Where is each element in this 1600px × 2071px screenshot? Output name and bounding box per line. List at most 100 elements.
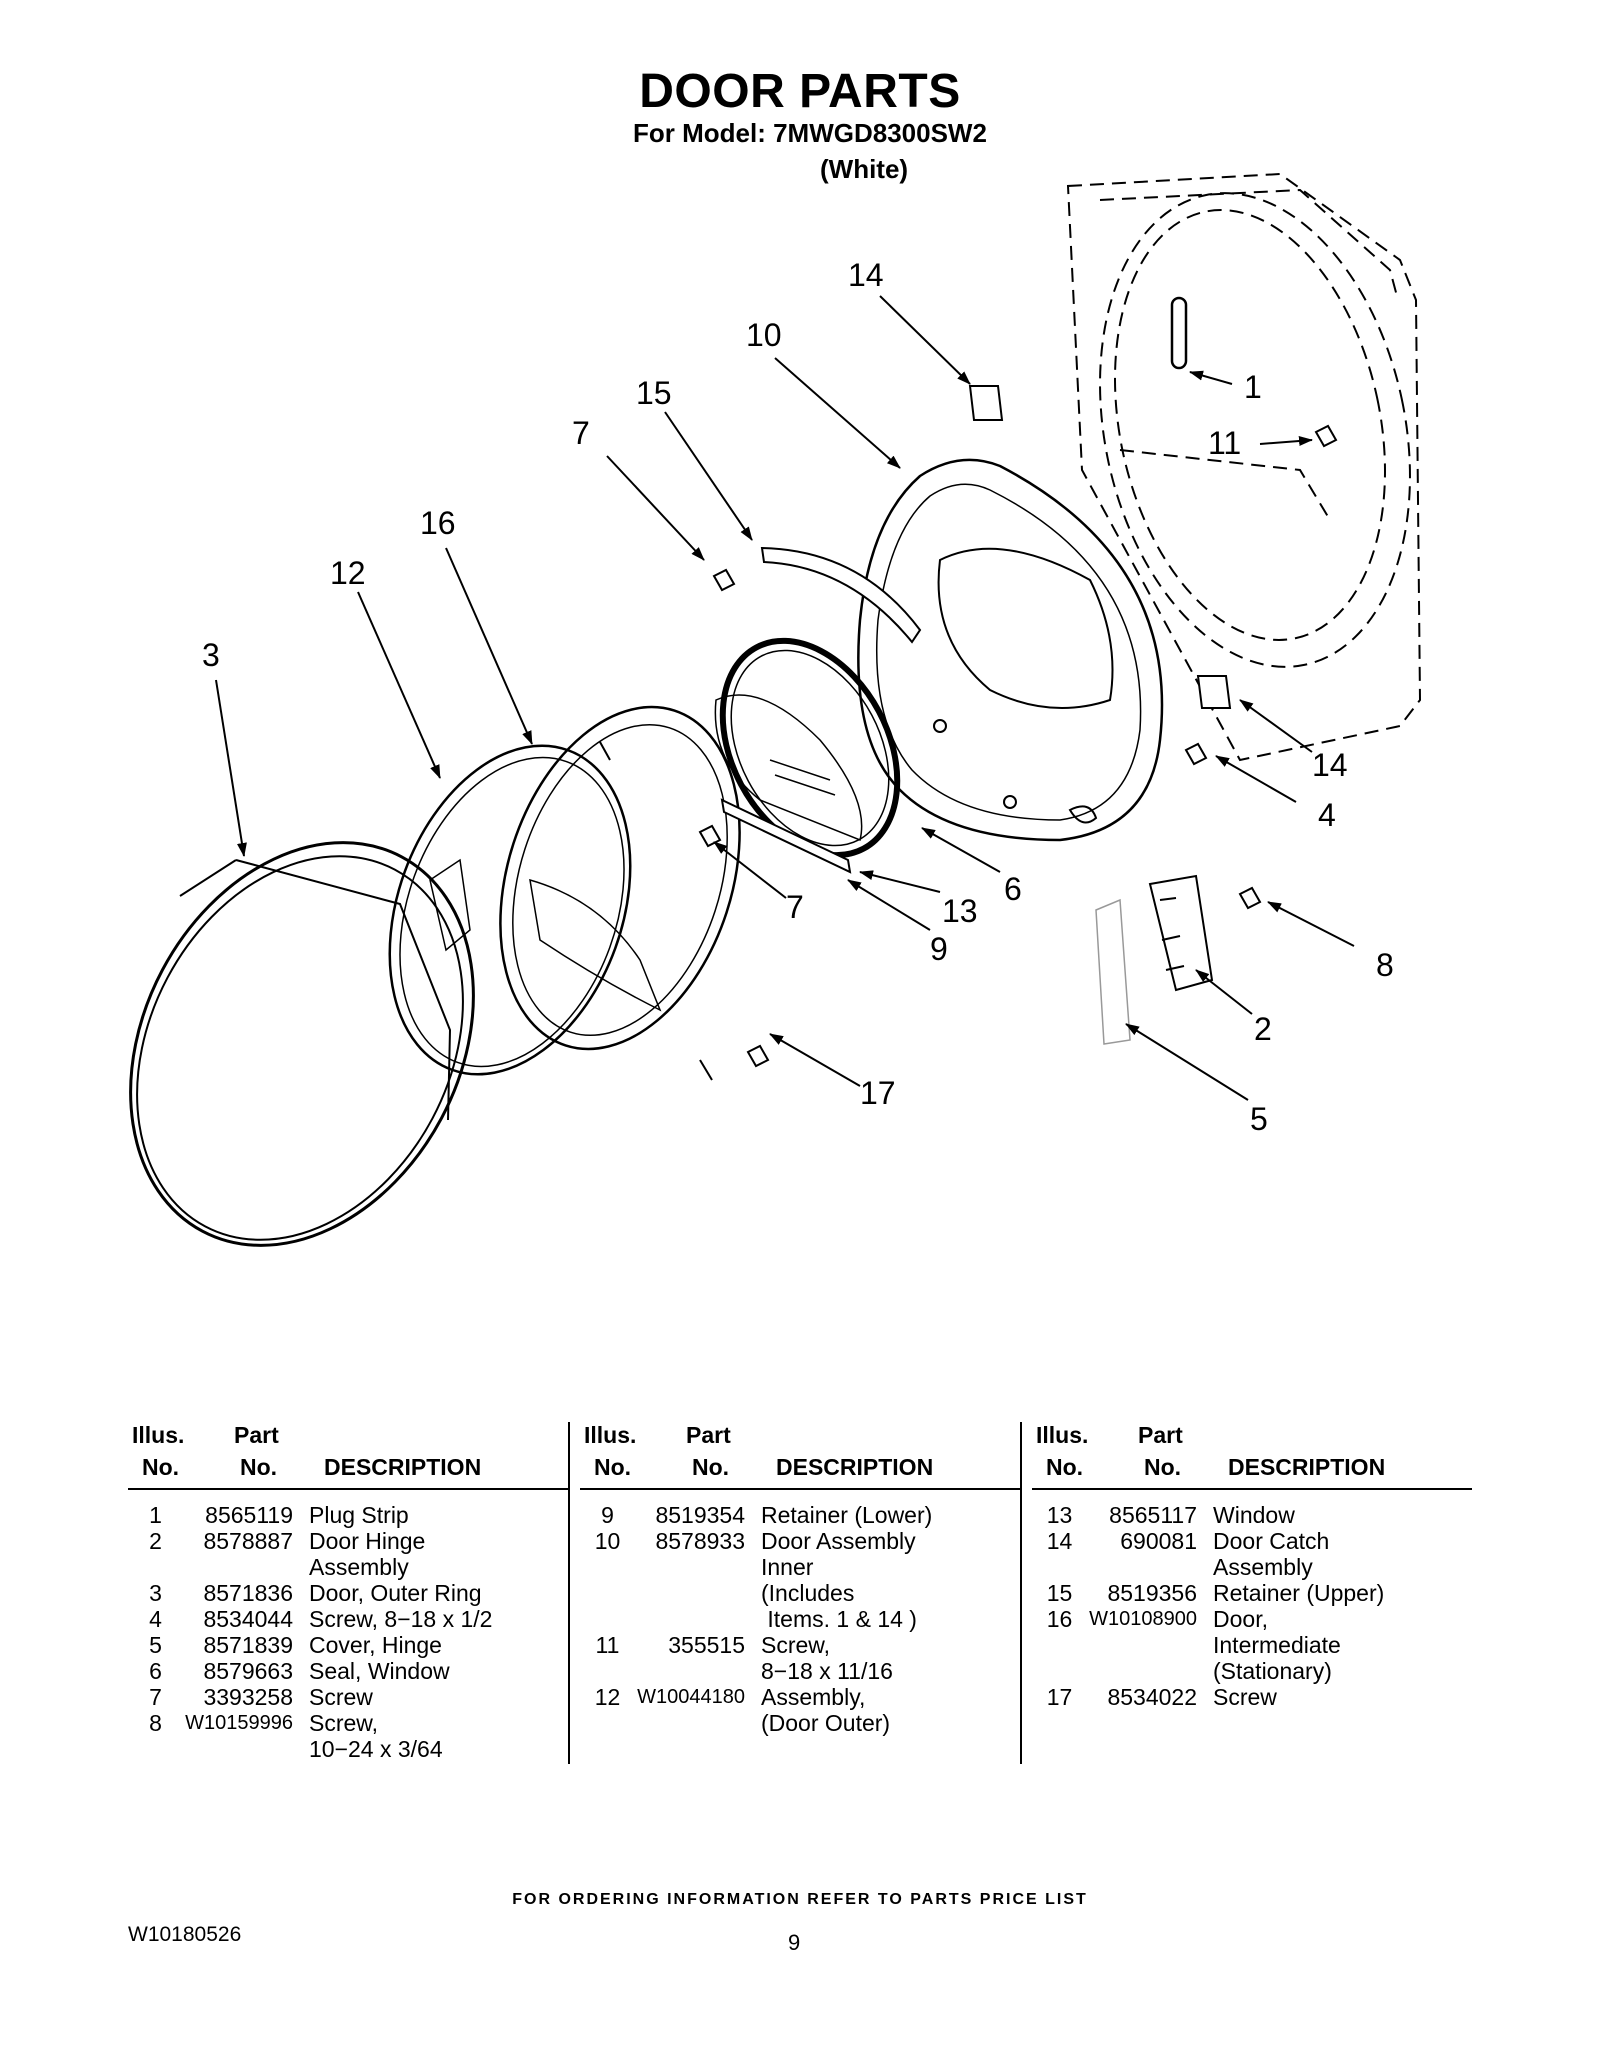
- model-line: For Model: 7MWGD8300SW2: [633, 118, 987, 148]
- part-description: Door Hinge Assembly: [309, 1528, 426, 1580]
- header-part: Part: [234, 1422, 279, 1448]
- callout-7-top: 7: [572, 415, 590, 451]
- illus-no: 14: [1046, 1528, 1073, 1554]
- table-row: 11 355515 Screw, 8−18 x 11/16: [580, 1632, 1020, 1684]
- window-glass-part: [714, 694, 863, 842]
- part-description: Screw: [1213, 1684, 1277, 1710]
- part-no: 8579663: [203, 1658, 293, 1684]
- callout-11: 11: [1208, 425, 1241, 461]
- header-illus: Illus.: [132, 1422, 185, 1448]
- illus-no: 10: [594, 1528, 621, 1554]
- part-description: Screw: [309, 1684, 373, 1710]
- screw-parts: [698, 424, 1338, 1068]
- callout-5: 5: [1250, 1101, 1268, 1137]
- part-description: Door, Intermediate (Stationary): [1213, 1606, 1341, 1684]
- callout-3: 3: [202, 637, 220, 673]
- part-no: 8571836: [203, 1580, 293, 1606]
- callout-10: 10: [746, 317, 782, 353]
- callout-13: 13: [942, 893, 978, 929]
- door-inner-assembly-part: [857, 458, 1164, 842]
- illus-no: 1: [149, 1502, 162, 1528]
- hinge-cover-part: [1095, 898, 1131, 1045]
- door-catch-part: [968, 385, 1232, 709]
- callout-7-bottom: 7: [786, 889, 804, 925]
- part-description: Screw, 8−18 x 11/16: [761, 1632, 893, 1684]
- callout-1: 1: [1244, 369, 1262, 405]
- table-row: 6 8579663 Seal, Window: [128, 1658, 568, 1684]
- illus-no: 9: [601, 1502, 614, 1528]
- plug-strip-part: [1170, 296, 1188, 370]
- header-part-no: No.: [1144, 1454, 1182, 1480]
- document-id: W10180526: [128, 1923, 242, 1946]
- header-illus-no: No.: [142, 1454, 180, 1480]
- callout-9: 9: [930, 931, 948, 967]
- part-no: W10108900: [1089, 1608, 1197, 1630]
- door-hinge-part: [1148, 874, 1214, 992]
- part-no: 355515: [668, 1632, 745, 1658]
- part-description: Retainer (Upper): [1213, 1580, 1385, 1606]
- illus-no: 11: [595, 1632, 620, 1658]
- header-part-no: No.: [240, 1454, 278, 1480]
- part-no: 8578933: [655, 1528, 745, 1554]
- callout-8: 8: [1376, 947, 1394, 983]
- header-description: DESCRIPTION: [776, 1454, 934, 1480]
- page-number: 9: [788, 1930, 801, 1955]
- part-no: 8571839: [203, 1632, 293, 1658]
- part-description: Plug Strip: [309, 1502, 409, 1528]
- part-description: Door, Outer Ring: [309, 1580, 482, 1606]
- callout-labels: 14 10 15 7 16 12 3 1 11 14 4 6 13 7 9 8 …: [202, 257, 1394, 1137]
- table-row: 16 W10108900 Door, Intermediate (Stationar…: [1032, 1606, 1472, 1684]
- table-row: 17 8534022 Screw: [1032, 1684, 1472, 1710]
- part-no: 8519356: [1107, 1580, 1197, 1606]
- illus-no: 5: [149, 1632, 162, 1658]
- illus-no: 2: [149, 1528, 162, 1554]
- table-divider: [1020, 1422, 1022, 1764]
- callout-14-top: 14: [848, 257, 884, 293]
- part-no: 8565119: [205, 1502, 293, 1528]
- cabinet-front-dashed: [1066, 172, 1422, 762]
- ordering-note: FOR ORDERING INFORMATION REFER TO PARTS …: [512, 1891, 1088, 1908]
- part-no: 8534022: [1107, 1684, 1197, 1710]
- table-header: Illus. No. Part No. DESCRIPTION: [580, 1422, 1020, 1490]
- part-no: 3393258: [203, 1684, 293, 1710]
- header-part: Part: [1138, 1422, 1183, 1448]
- illus-no: 16: [1046, 1606, 1073, 1632]
- door-outer-ring-part: [129, 841, 475, 1247]
- retainer-lower-part: [720, 798, 852, 874]
- illus-no: 6: [149, 1658, 162, 1684]
- header-description: DESCRIPTION: [1228, 1454, 1386, 1480]
- part-description: Door Catch Assembly: [1213, 1528, 1330, 1580]
- callout-2: 2: [1254, 1011, 1272, 1047]
- illus-no: 15: [1046, 1580, 1073, 1606]
- callout-15: 15: [636, 375, 672, 411]
- header-part-no: No.: [692, 1454, 730, 1480]
- table-row: 14 690081 Door Catch Assembly: [1032, 1528, 1472, 1580]
- door-intermediate-part: [499, 705, 741, 1081]
- model-variant: (White): [820, 154, 909, 184]
- header-illus: Illus.: [584, 1422, 637, 1448]
- header-illus-no: No.: [594, 1454, 632, 1480]
- callout-4: 4: [1318, 797, 1336, 833]
- illus-no: 12: [594, 1684, 621, 1710]
- callout-12: 12: [330, 555, 366, 591]
- illus-no: 13: [1046, 1502, 1073, 1528]
- part-no: 690081: [1120, 1528, 1197, 1554]
- illus-no: 8: [149, 1710, 162, 1736]
- part-description: Seal, Window: [309, 1658, 450, 1684]
- door-outer-assembly-part: [388, 744, 632, 1076]
- illus-no: 17: [1046, 1684, 1073, 1710]
- part-no: W10044180: [637, 1686, 745, 1708]
- exploded-parts-diagram: 14 10 15 7 16 12 3 1 11 14 4 6 13 7 9 8 …: [129, 172, 1422, 1247]
- table-row: 15 8519356 Retainer (Upper): [1032, 1580, 1472, 1606]
- callout-17: 17: [860, 1075, 896, 1111]
